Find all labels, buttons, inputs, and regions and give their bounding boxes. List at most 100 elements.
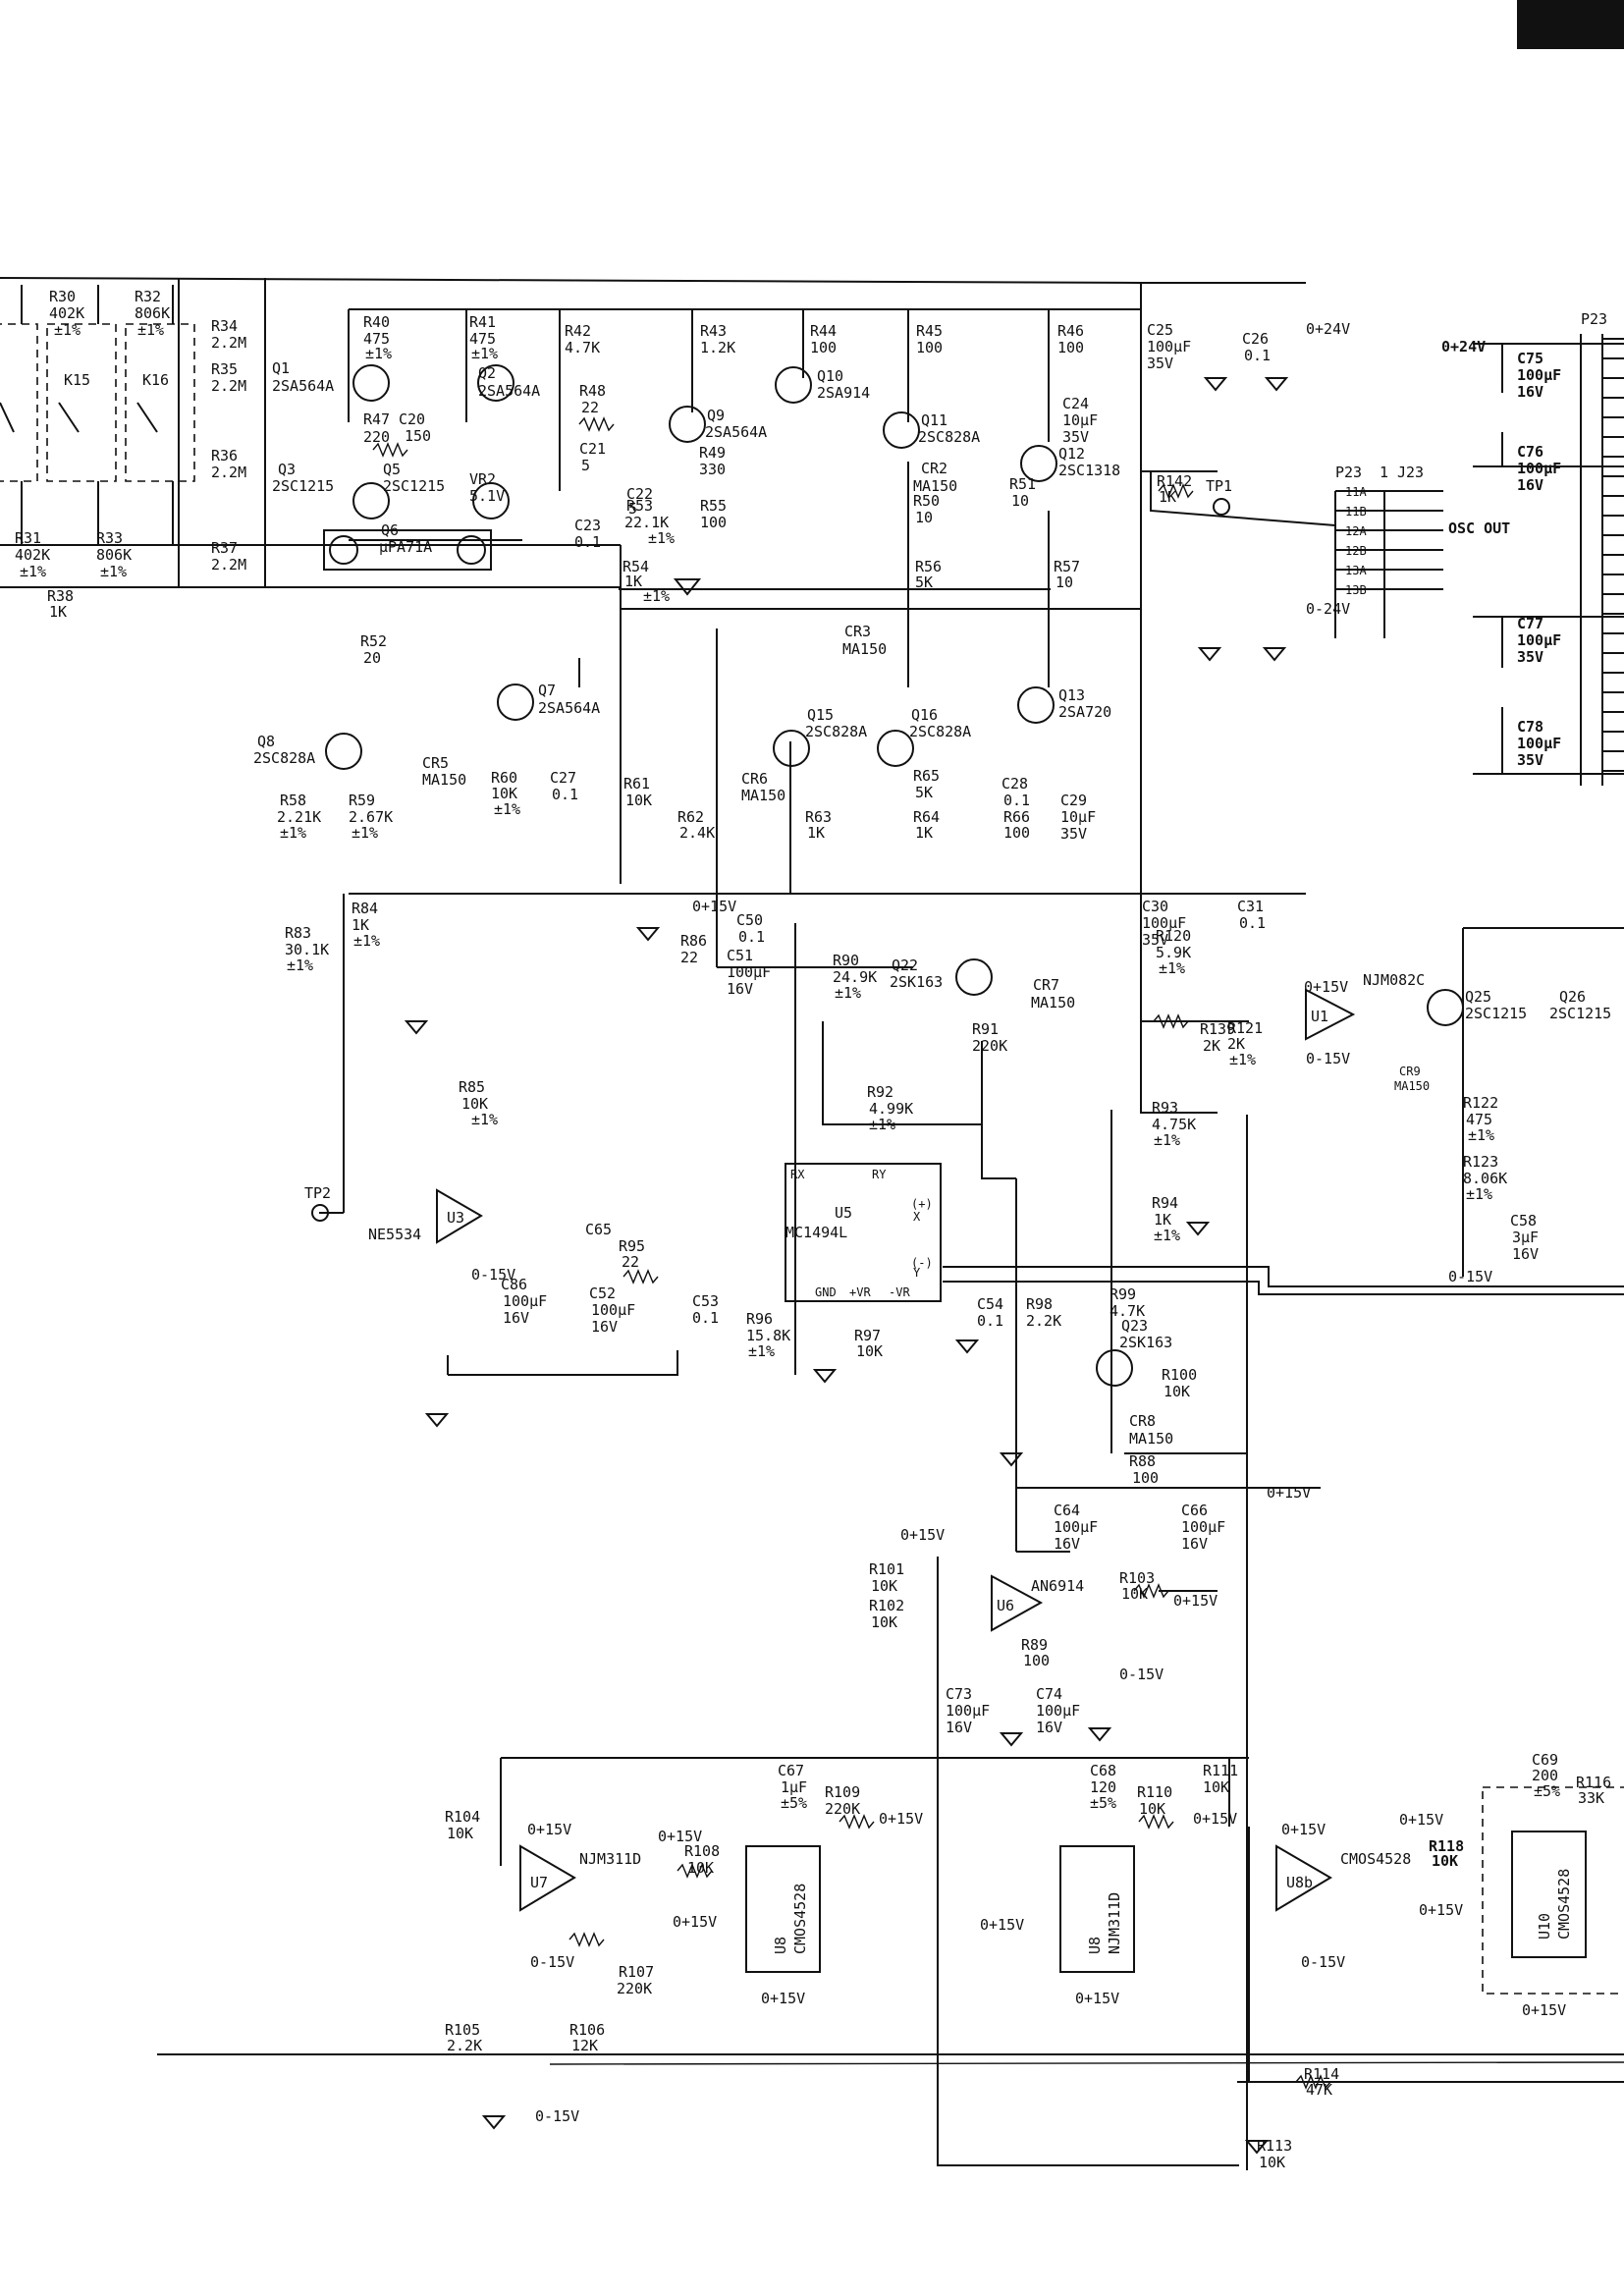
resistor-tol: ±1%: [353, 932, 380, 950]
transistor-ref: Q7: [538, 682, 556, 699]
resistor-ref: R107: [619, 1963, 654, 1981]
q23-symbol: [1096, 1349, 1133, 1387]
ic-symbols: [436, 988, 1624, 1995]
transistor-ref: Q1: [272, 359, 290, 377]
transistor-part: 2SA914: [817, 384, 870, 402]
resistor-value: 10K: [461, 1095, 488, 1113]
connector-pin: 12A: [1345, 524, 1367, 538]
resistor-value: 1K: [1154, 1211, 1171, 1229]
resistor-value: 10: [1011, 492, 1029, 510]
scan-corner-shadow: [1517, 0, 1624, 49]
capacitor-ref: C27: [550, 769, 576, 787]
resistor-value: 5.9K: [1156, 944, 1191, 961]
rail-label-pos15-i: 0+15V: [673, 1913, 717, 1931]
capacitor-value: 0.1: [738, 928, 765, 946]
capacitor-value: 100µF: [591, 1301, 635, 1319]
rail-label-pos15-j: 0+15V: [980, 1916, 1024, 1934]
q11-symbol: [883, 411, 920, 449]
resistor-tol: ±1%: [748, 1342, 775, 1360]
u5-pin-vrn: -VR: [889, 1285, 910, 1299]
resistor-ref: R93: [1152, 1099, 1178, 1117]
ic-ref-u5: U5: [835, 1204, 852, 1222]
capacitor-volt: 35V: [1142, 931, 1168, 949]
resistor-ref: R94: [1152, 1194, 1178, 1212]
transistor-part: 2SK163: [1119, 1334, 1172, 1351]
resistor-value: 806K: [135, 304, 170, 322]
resistor-symbols: [372, 416, 1331, 2090]
transistor-ref: Q22: [892, 957, 918, 974]
resistor-ref: R96: [746, 1310, 773, 1328]
transistor-part: 2SC828A: [253, 749, 315, 767]
capacitor-ref: C64: [1054, 1502, 1080, 1519]
capacitor-value: 100µF: [1054, 1518, 1098, 1536]
resistor-ref: R41: [469, 313, 496, 331]
resistor-ref: R53: [626, 497, 653, 515]
connector-pin-1: 1: [1380, 464, 1388, 481]
resistor-ref: R120: [1156, 927, 1191, 945]
resistor-ref: R43: [700, 322, 727, 340]
capacitor-ref: C30: [1142, 898, 1168, 915]
resistor-ref: R110: [1137, 1783, 1172, 1801]
resistor-ref: R123: [1463, 1153, 1498, 1171]
rail-label-pos15-d: 0+15V: [1304, 978, 1348, 996]
capacitor-ref: C68: [1090, 1762, 1116, 1779]
rail-label-neg15-b: 0-15V: [471, 1266, 515, 1284]
u5-pin-minus: (-): [911, 1256, 933, 1270]
rail-label-pos15-e: 0+15V: [879, 1810, 923, 1828]
resistor-value: 22: [622, 1253, 639, 1271]
resistor-ref: R90: [833, 952, 859, 969]
capacitor-ref: C74: [1036, 1685, 1062, 1703]
transistor-part: 2SK163: [890, 973, 943, 991]
resistor-value: 1K: [624, 573, 642, 590]
capacitor-value: 100µF: [727, 963, 771, 981]
transistor-ref: Q5: [383, 461, 401, 478]
relay-label: K15: [64, 371, 90, 389]
rail-label-pos15-n: 0+15V: [1399, 1811, 1443, 1829]
resistor-tol: ±1%: [835, 984, 861, 1002]
capacitor-ref: C25: [1147, 321, 1173, 339]
resistor-value: 1.2K: [700, 339, 735, 356]
u5-body: [785, 1163, 942, 1302]
rail-label-pos15-g: 0+15V: [527, 1821, 571, 1838]
ic-part-u8b: NJM311D: [1106, 1892, 1123, 1954]
rail-label-pos15-h: 0+15V: [658, 1828, 702, 1845]
resistor-tol: ±1%: [1154, 1131, 1180, 1149]
resistor-tol: ±1%: [137, 321, 164, 339]
resistor-value: 100: [700, 514, 727, 531]
resistor-ref: R57: [1054, 558, 1080, 575]
resistor-value: 402K: [15, 546, 50, 564]
resistor-value: 4.75K: [1152, 1116, 1196, 1133]
u6-triangle: [991, 1574, 1044, 1632]
resistor-value: 10K: [625, 792, 652, 809]
resistor-value: 220K: [825, 1800, 860, 1818]
capacitor-value: 150: [405, 427, 431, 445]
connector-pin: 12B: [1345, 544, 1367, 558]
resistor-ref: R59: [349, 792, 375, 809]
q8-symbol: [325, 733, 362, 770]
tp1-label: TP1: [1206, 477, 1232, 495]
resistor-tol: ±1%: [1468, 1126, 1494, 1144]
capacitor-volt: 35V: [1060, 825, 1087, 843]
capacitor-value: 0.1: [1239, 914, 1266, 932]
capacitor-ref: C86: [501, 1276, 527, 1293]
resistor-value: 20: [363, 649, 381, 667]
capacitor-volt: 16V: [946, 1719, 972, 1736]
resistor-tol: ±1%: [54, 321, 81, 339]
q2-symbol: [477, 364, 514, 402]
rail-label-neg15: 0-15V: [1119, 1666, 1164, 1683]
capacitor-ref: C29: [1060, 792, 1087, 809]
capacitor-value: 100µF: [503, 1292, 547, 1310]
connector-pin: 11B: [1345, 505, 1367, 519]
capacitor-value: 5: [581, 457, 590, 474]
capacitor-tol: ±5%: [1534, 1782, 1560, 1800]
u8b-body: [1059, 1845, 1135, 1973]
u5-pin-plus: (+): [911, 1197, 933, 1211]
resistor-labels: R30 402K ±1% R32 806K ±1% R34 2.2M R35 2…: [15, 288, 1611, 2171]
resistor-tol: ±1%: [648, 529, 675, 547]
resistor-value: 10K: [1164, 1383, 1190, 1400]
resistor-ref: R118: [1429, 1837, 1464, 1855]
capacitor-ref: C22: [626, 485, 653, 503]
osc-out-label: OSC OUT: [1448, 519, 1510, 537]
rail-label-pos15-m: 0+15V: [1281, 1821, 1326, 1838]
rail-label-pos15-c: 0+15V: [1173, 1592, 1218, 1610]
